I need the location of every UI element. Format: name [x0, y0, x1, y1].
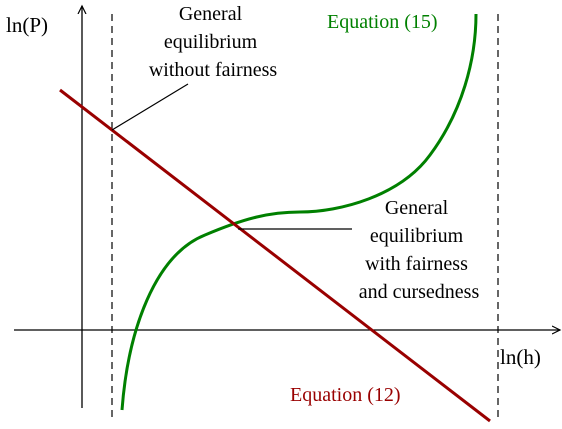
no-fairness-line-1: General — [179, 3, 243, 25]
no-fairness-line-2: equilibrium — [164, 31, 258, 53]
equation-15-curve — [120, 13, 478, 411]
x-axis-label: ln(h) — [500, 345, 541, 369]
with-fairness-annotation: General equilibrium with fairness and cu… — [359, 197, 480, 303]
equation-12-label: Equation (12) — [290, 384, 401, 406]
equation-12-line — [59, 88, 491, 423]
no-fairness-line-3: without fairness — [149, 59, 278, 81]
equation-15-label: Equation (15) — [327, 11, 438, 33]
no-fairness-pointer — [111, 83, 189, 131]
no-fairness-annotation: General equilibrium without fairness — [149, 3, 278, 81]
y-axis-label: ln(P) — [6, 13, 48, 37]
with-fairness-line-1: General — [385, 197, 449, 219]
with-fairness-line-3: with fairness — [365, 253, 468, 275]
with-fairness-line-4: and cursedness — [359, 281, 480, 303]
with-fairness-line-2: equilibrium — [370, 225, 464, 247]
